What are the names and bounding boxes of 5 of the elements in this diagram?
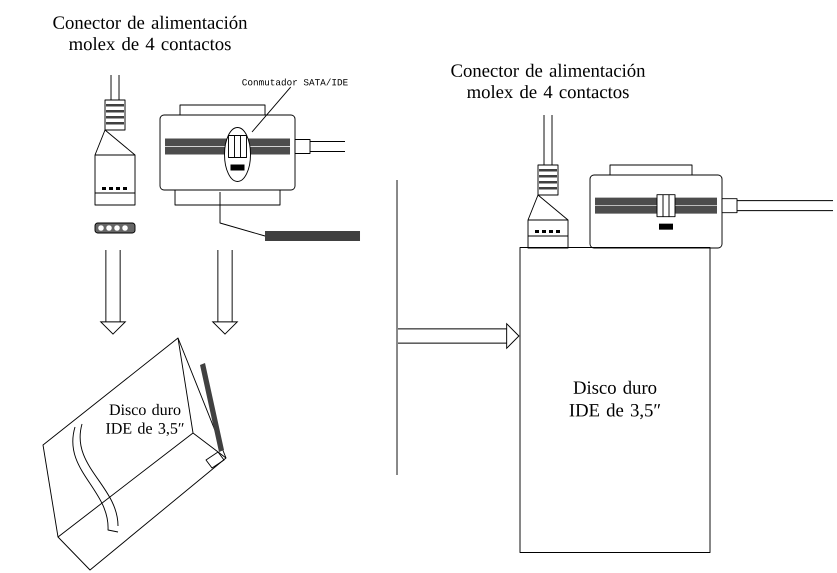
callout-text: Conmutador SATA/IDE — [242, 78, 348, 86]
label-text: Conector de alimentación molex de 4 contactos — [451, 64, 646, 98]
leader-line — [252, 86, 292, 132]
disk-label: Disco duro IDE de 3,5″ — [106, 404, 184, 436]
label-text: Conector de alimentación molex de 4 contactos — [53, 16, 248, 50]
